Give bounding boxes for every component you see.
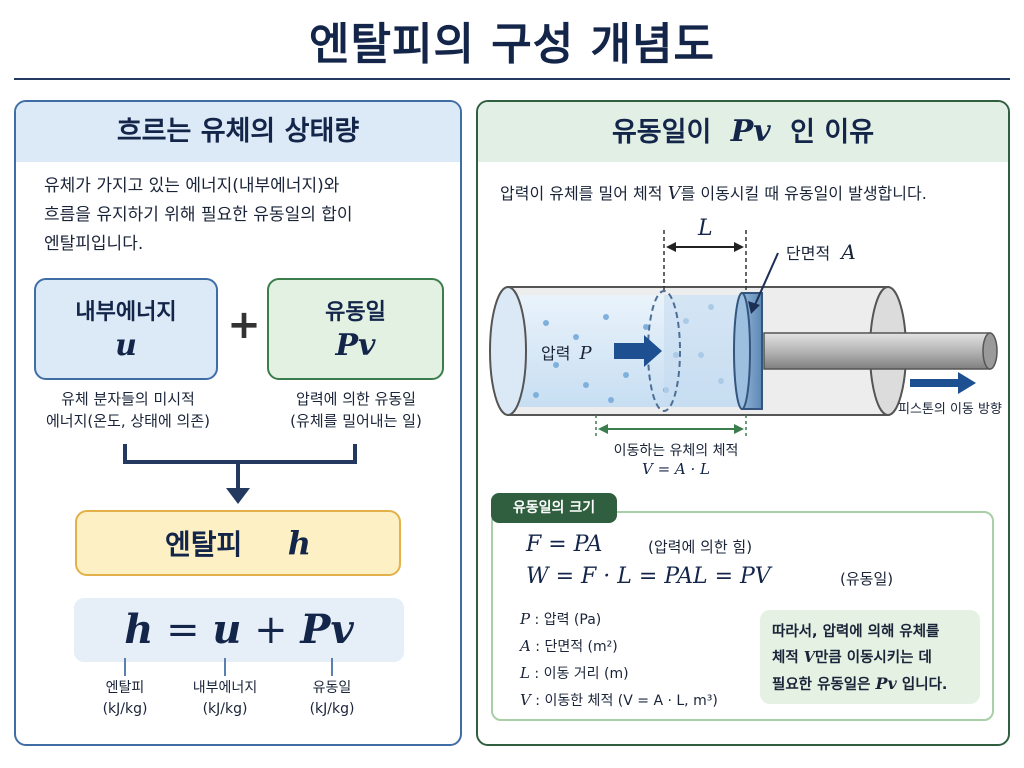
left-panel-header: 흐르는 유체의 상태량	[16, 102, 460, 162]
definition-item: A : 단면적 (m²)	[520, 633, 760, 660]
def-symbol: L	[520, 664, 530, 682]
formula-work-note: (유동일)	[840, 570, 894, 588]
def-text: 이동 거리 (m)	[543, 666, 629, 682]
enthalpy-symbol: h	[287, 524, 312, 562]
conclusion-text: 만큼 이동시키는 데	[815, 650, 932, 666]
formula-work: W = F · L = PAL = PV	[526, 564, 771, 589]
cylinder-front-end	[489, 286, 527, 416]
header-symbol: Pv	[730, 114, 771, 149]
page-title: 엔탈피의 구성 개념도	[309, 19, 715, 70]
enthalpy-box: 엔탈피 h	[75, 510, 401, 576]
plus-sign: +	[227, 302, 261, 348]
eq-equals: =	[166, 607, 200, 653]
conclusion-line: 체적 V만큼 이동시키는 데	[772, 645, 968, 671]
pressure-label-symbol: P	[579, 343, 592, 364]
pressure-arrow	[614, 335, 662, 367]
definition-item: P : 압력 (Pa)	[520, 606, 760, 633]
internal-energy-symbol: u	[115, 328, 137, 363]
def-text: 단면적 (m²)	[544, 639, 618, 655]
conclusion-text: 입니다.	[901, 677, 948, 693]
moved-volume-equation: V = A · L	[641, 460, 711, 478]
moved-volume-label: 이동하는 유체의 체적	[613, 443, 739, 459]
def-symbol: V	[520, 691, 531, 709]
initial-piston-outline	[647, 290, 681, 412]
conclusion-text: 체적	[772, 650, 799, 666]
label-flow-work: 유동일 (kJ/kg)	[287, 678, 377, 720]
enthalpy-equation: h = u + Pv	[74, 598, 404, 662]
conclusion-text: 필요한 유동일은	[772, 677, 871, 693]
left-intro-line: 유체가 가지고 있는 에너지(내부에너지)와	[44, 176, 340, 196]
left-intro: 유체가 가지고 있는 에너지(내부에너지)와 흐름을 유지하기 위해 필요한 유…	[44, 172, 454, 259]
flow-work-size-tag: 유동일의 크기	[491, 493, 617, 523]
area-label-text: 단면적	[786, 244, 831, 263]
piston-rod	[763, 332, 991, 370]
formula-force-note: (압력에 의한 힘)	[648, 538, 753, 556]
caption-line: 에너지(온도, 상태에 의존)	[45, 412, 210, 430]
intro-text: 압력이 유체를 밀어 체적	[500, 184, 663, 203]
label-unit: (kJ/kg)	[202, 701, 248, 717]
area-leader-line	[753, 252, 779, 308]
internal-energy-caption: 유체 분자들의 미시적 에너지(온도, 상태에 의존)	[28, 388, 228, 432]
header-text: 유동일이	[611, 117, 712, 148]
label-name: 유동일	[312, 680, 352, 696]
formula-force: F = PA	[526, 532, 603, 557]
flow-work-symbol: Pv	[335, 328, 376, 363]
left-intro-line: 엔탈피입니다.	[44, 234, 144, 254]
label-unit: (kJ/kg)	[102, 701, 148, 717]
flow-work-caption: 압력에 의한 유동일 (유체를 밀어내는 일)	[258, 388, 454, 432]
eq-plus: +	[254, 607, 288, 653]
area-label: 단면적 A	[786, 240, 856, 264]
conclusion-box: 따라서, 압력에 의해 유체를 체적 V만큼 이동시키는 데 필요한 유동일은 …	[760, 610, 980, 704]
def-symbol: A	[520, 637, 531, 655]
label-internal-energy: 내부에너지 (kJ/kg)	[175, 678, 275, 720]
length-label: L	[698, 216, 713, 241]
internal-energy-title: 내부에너지	[75, 300, 177, 325]
label-name: 엔탈피	[105, 680, 145, 696]
area-label-symbol: A	[841, 240, 856, 264]
right-intro: 압력이 유체를 밀어 체적 V를 이동시킬 때 유동일이 발생합니다.	[500, 180, 1000, 204]
right-panel-header: 유동일이 Pv 인 이유	[478, 102, 1008, 162]
eq-h: h	[124, 606, 154, 653]
piston-direction-arrow	[910, 372, 976, 394]
intro-text: 를 이동시킬 때 유동일이 발생합니다.	[680, 184, 927, 203]
title-divider	[14, 78, 1010, 80]
eq-u: u	[212, 606, 242, 653]
def-symbol: P	[520, 610, 531, 628]
conclusion-line: 따라서, 압력에 의해 유체를	[772, 624, 940, 640]
eq-pv: Pv	[300, 606, 354, 653]
intro-symbol: V	[667, 183, 681, 204]
conclusion-line: 필요한 유동일은 Pv 입니다.	[772, 671, 968, 698]
def-text: 이동한 체적 (V = A · L, m³)	[544, 693, 718, 709]
header-text: 인 이유	[790, 117, 875, 148]
left-intro-line: 흐름을 유지하기 위해 필요한 유동일의 합이	[44, 205, 353, 225]
conclusion-symbol: V	[803, 649, 816, 666]
def-colon: :	[535, 639, 541, 655]
flow-work-title: 유동일	[325, 300, 386, 325]
equation-ticks	[124, 658, 333, 676]
merge-arrow	[123, 444, 357, 504]
conclusion-symbol: Pv	[875, 674, 897, 693]
definition-item: V : 이동한 체적 (V = A · L, m³)	[520, 687, 760, 714]
piston-direction-label: 피스톤의 이동 방향	[898, 402, 1002, 417]
label-name: 내부에너지	[192, 680, 258, 696]
enthalpy-title: 엔탈피	[164, 528, 243, 561]
def-colon: :	[534, 612, 540, 628]
label-enthalpy: 엔탈피 (kJ/kg)	[80, 678, 170, 720]
def-text: 압력 (Pa)	[543, 612, 602, 628]
label-unit: (kJ/kg)	[309, 701, 355, 717]
def-colon: :	[535, 693, 541, 709]
flow-work-box: 유동일 Pv	[267, 278, 444, 380]
pressure-label-text: 압력	[541, 344, 571, 363]
caption-line: 압력에 의한 유동일	[296, 390, 416, 408]
piston-cylinder-diagram	[489, 230, 998, 439]
definitions-list: P : 압력 (Pa) A : 단면적 (m²) L : 이동 거리 (m) V…	[520, 606, 760, 714]
definition-item: L : 이동 거리 (m)	[520, 660, 760, 687]
moved-volume-region	[664, 295, 746, 407]
caption-line: 유체 분자들의 미시적	[61, 390, 195, 408]
def-colon: :	[534, 666, 540, 682]
internal-energy-box: 내부에너지 u	[34, 278, 218, 380]
caption-line: (유체를 밀어내는 일)	[290, 412, 422, 430]
pressure-label: 압력 P	[541, 340, 592, 364]
